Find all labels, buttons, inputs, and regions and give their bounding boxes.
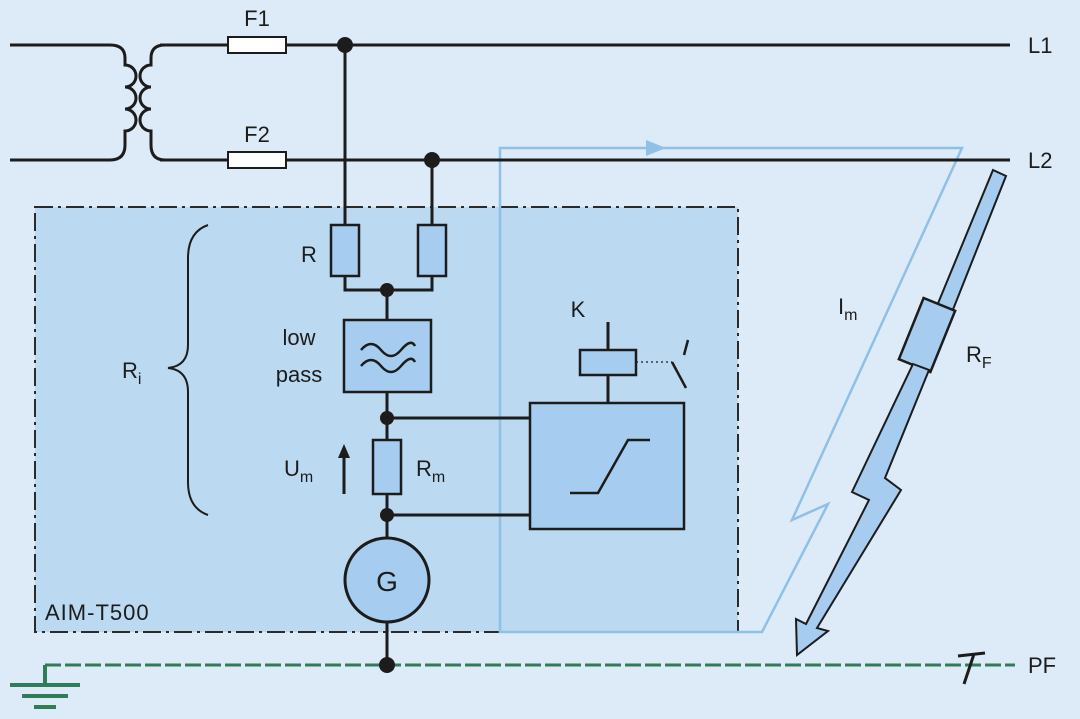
- label-f1: F1: [244, 6, 270, 31]
- label-k: K: [571, 297, 586, 322]
- relay-k-coil: [578, 348, 638, 377]
- fuse-f2: [227, 151, 287, 169]
- loop-direction-arrow-icon: [646, 140, 666, 156]
- lightning-bolt-icon: [794, 362, 931, 657]
- earth-ground-icon: [10, 665, 80, 709]
- label-ri: Ri: [122, 358, 141, 388]
- label-rm: Rm: [416, 456, 445, 486]
- um-arrowhead-icon: [338, 444, 350, 458]
- resistor-r-right: [416, 223, 448, 278]
- label-um: Um: [284, 456, 313, 486]
- label-pf: PF: [1028, 653, 1056, 678]
- low-pass-wave-icon: [360, 341, 417, 374]
- label-l1: L1: [1028, 33, 1052, 58]
- resistor-rm: [371, 438, 403, 496]
- low-pass-filter: [342, 318, 433, 394]
- label-rf: RF: [966, 342, 992, 372]
- measuring-current-loop: [498, 146, 964, 634]
- fault-resistance-rf: [897, 296, 957, 374]
- threshold-curve-icon: [570, 438, 650, 495]
- generator-g: [343, 536, 431, 624]
- label-low: low: [282, 325, 315, 350]
- resistor-r-left: [329, 223, 361, 278]
- junction-dots: [337, 37, 440, 673]
- label-im: Im: [838, 294, 857, 324]
- label-l2: L2: [1028, 148, 1052, 173]
- label-r: R: [301, 242, 317, 267]
- relay-contact-icon: [670, 339, 690, 389]
- transformer-icon: [10, 43, 250, 162]
- label-device: AIM-T500: [45, 600, 150, 625]
- pe-break-icon: [957, 651, 986, 685]
- ri-brace: [167, 224, 209, 516]
- label-g: G: [376, 566, 398, 597]
- evaluation-unit: [528, 401, 686, 531]
- label-pass: pass: [276, 362, 322, 387]
- label-f2: F2: [244, 122, 270, 147]
- fuse-f1: [227, 36, 287, 54]
